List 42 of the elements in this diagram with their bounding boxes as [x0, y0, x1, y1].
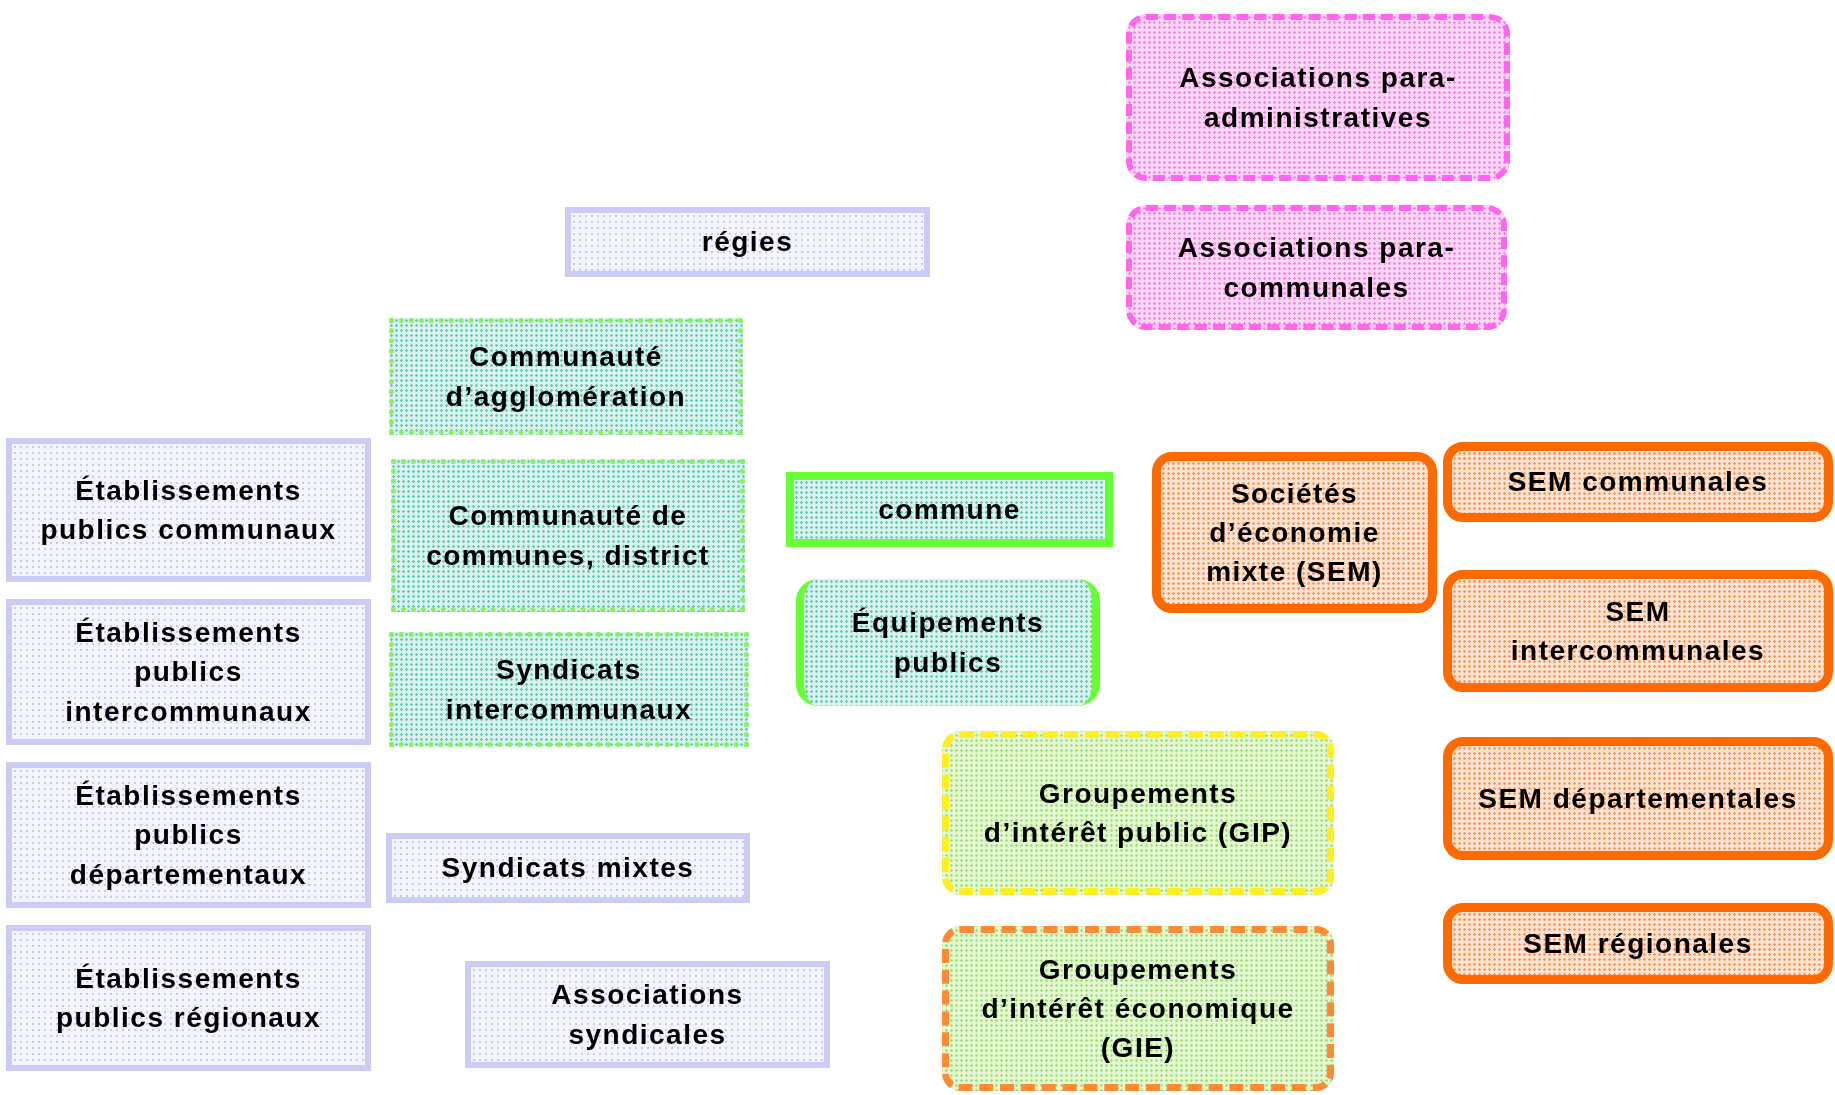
box-label: commune: [878, 492, 1021, 527]
category-box: [565, 207, 930, 277]
box-label: Sociétés d’économie mixte (SEM): [1205, 476, 1384, 590]
category-box: [1443, 737, 1833, 860]
category-box: [389, 632, 749, 747]
box-label: Établissements publics régionaux: [54, 961, 323, 1035]
box-label: SEM régionales: [1523, 926, 1753, 961]
category-box: [942, 731, 1334, 895]
box-label: Associations para-communales: [1176, 231, 1457, 305]
category-box: [942, 926, 1334, 1091]
box-label: Établissements publics départementaux: [68, 779, 309, 892]
box-label: Associations syndicales: [550, 978, 745, 1052]
box-label: Équipements publics: [850, 606, 1046, 680]
box-label: Communauté d’agglomération: [444, 340, 688, 414]
category-box: [6, 438, 371, 582]
category-box: [1126, 14, 1510, 181]
box-label: Établissements publics communaux: [39, 473, 338, 547]
category-box: [1152, 452, 1437, 613]
category-box: [1126, 205, 1507, 330]
box-label: régies: [701, 225, 794, 260]
box-label: Communauté de communes, district: [425, 499, 711, 573]
box-label: Groupements d’intérêt public (GIP): [982, 776, 1294, 850]
box-label: Groupements d’intérêt économique (GIE): [980, 952, 1296, 1066]
category-box: [391, 459, 745, 612]
box-label: SEM départementales: [1478, 781, 1798, 816]
category-box: [6, 762, 371, 908]
box-label: SEM communales: [1507, 465, 1769, 500]
category-box: [386, 833, 750, 903]
category-box: [796, 579, 1100, 706]
category-box: [786, 472, 1113, 547]
category-box: [1443, 442, 1833, 522]
box-label: Syndicats mixtes: [441, 851, 695, 886]
category-box: [465, 961, 830, 1068]
box-label: Établissements publics intercommunaux: [64, 616, 313, 729]
category-box: [1443, 570, 1833, 692]
box-label: Associations para-administratives: [1178, 61, 1458, 135]
category-box: [389, 318, 743, 435]
category-box: [6, 599, 371, 745]
category-box: [6, 925, 371, 1071]
category-box: [1443, 903, 1833, 984]
box-label: Syndicats intercommunaux: [444, 653, 694, 727]
box-label: SEM intercommunales: [1509, 594, 1767, 668]
